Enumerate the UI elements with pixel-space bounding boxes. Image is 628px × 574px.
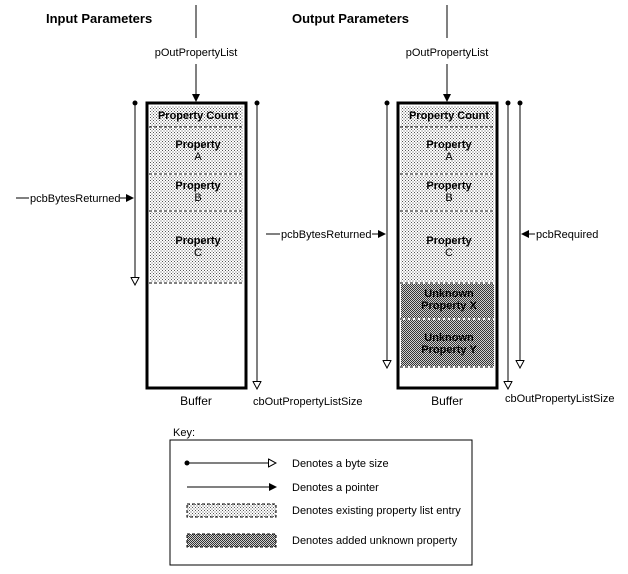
legend-item-pointer: Denotes a pointer bbox=[292, 482, 379, 494]
output-bytes-returned-label: pcbBytesReturned bbox=[281, 229, 372, 241]
input-prop-b-label: Property bbox=[175, 180, 221, 192]
output-unknown-y-line1: Unknown bbox=[424, 332, 474, 344]
input-entry-c bbox=[150, 212, 243, 282]
input-prop-a-label: Property bbox=[175, 139, 221, 151]
legend-item-unknown: Denotes added unknown property bbox=[292, 535, 458, 547]
output-prop-c-label: Property bbox=[426, 235, 472, 247]
output-unknown-y-line2: Property Y bbox=[421, 344, 477, 356]
input-heading: Input Parameters bbox=[46, 11, 152, 26]
legend: Key: Denotes a byte size Denotes a point… bbox=[169, 427, 473, 566]
output-prop-b-label: Property bbox=[426, 180, 472, 192]
input-bytes-returned-label: pcbBytesReturned bbox=[30, 193, 121, 205]
input-entry-a bbox=[150, 128, 243, 173]
output-prop-c-letter: C bbox=[445, 247, 453, 259]
output-count-label: Property Count bbox=[409, 110, 489, 122]
input-prop-c-label: Property bbox=[175, 235, 221, 247]
output-list-size-label: cbOutPropertyListSize bbox=[505, 393, 614, 405]
input-pointer-label: pOutPropertyList bbox=[155, 47, 238, 59]
output-unknown-x-line2: Property X bbox=[421, 300, 477, 312]
output-prop-a-letter: A bbox=[445, 151, 453, 163]
output-required-label: pcbRequired bbox=[536, 229, 598, 241]
legend-existing-sample bbox=[186, 503, 277, 518]
output-prop-a-label: Property bbox=[426, 139, 472, 151]
legend-title: Key: bbox=[173, 427, 195, 439]
output-entry-c bbox=[401, 212, 494, 282]
input-buffer-label: Buffer bbox=[180, 394, 212, 408]
legend-item-byte-size: Denotes a byte size bbox=[292, 458, 389, 470]
input-entry-count bbox=[150, 106, 243, 127]
output-entry-unknown-y bbox=[401, 320, 494, 366]
output-entry-a bbox=[401, 128, 494, 173]
legend-item-existing: Denotes existing property list entry bbox=[292, 505, 461, 517]
output-entry-b bbox=[401, 175, 494, 210]
output-entry-unknown-x bbox=[401, 284, 494, 318]
input-diagram: pOutPropertyList Property Count Property… bbox=[16, 5, 362, 408]
input-list-size-label: cbOutPropertyListSize bbox=[253, 396, 362, 408]
output-buffer-label: Buffer bbox=[431, 394, 463, 408]
legend-unknown-sample bbox=[186, 533, 277, 548]
input-entry-b bbox=[150, 175, 243, 210]
output-entry-count bbox=[401, 106, 494, 127]
input-prop-a-letter: A bbox=[194, 151, 202, 163]
output-pointer-label: pOutPropertyList bbox=[406, 47, 489, 59]
output-heading: Output Parameters bbox=[292, 11, 409, 26]
input-prop-b-letter: B bbox=[194, 192, 201, 204]
input-prop-c-letter: C bbox=[194, 247, 202, 259]
output-prop-b-letter: B bbox=[445, 192, 452, 204]
output-diagram: pOutPropertyList Property Count Property… bbox=[385, 5, 614, 408]
output-unknown-x-line1: Unknown bbox=[424, 288, 474, 300]
input-count-label: Property Count bbox=[158, 110, 238, 122]
